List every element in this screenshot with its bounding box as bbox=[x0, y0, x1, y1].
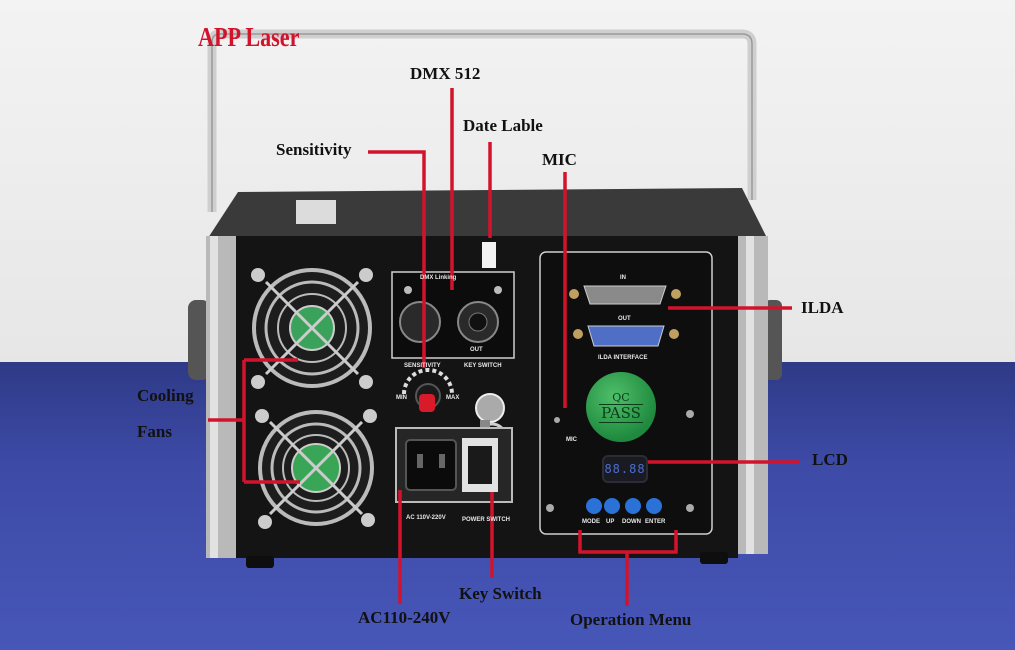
left-rail-highlight bbox=[210, 236, 218, 558]
qc-sticker-top-text: QC bbox=[612, 391, 630, 404]
ilda-in-port[interactable] bbox=[569, 285, 681, 305]
callout-key-switch: Key Switch bbox=[459, 584, 542, 603]
panel-label-key-switch: KEY SWITCH bbox=[464, 363, 502, 369]
foot-right bbox=[700, 552, 728, 564]
panel-label-ilda-out: OUT bbox=[618, 316, 631, 322]
panel-label-ilda-interface: ILDA INTERFACE bbox=[598, 355, 648, 361]
button-label-enter: ENTER bbox=[645, 519, 666, 525]
dmx-in-connector bbox=[399, 301, 441, 343]
mode-button[interactable] bbox=[586, 498, 602, 514]
panel-label-dmx-linking: DMX Linking bbox=[420, 275, 457, 281]
callout-ilda: ILDA bbox=[801, 298, 844, 317]
panel-label-mic: MIC bbox=[566, 437, 577, 443]
cooling-fan-top bbox=[251, 268, 373, 389]
brand-title: APP Laser bbox=[198, 22, 300, 52]
lcd-display: 88.88 bbox=[602, 455, 648, 483]
callout-operation-menu: Operation Menu bbox=[570, 610, 692, 629]
panel-label-sensitivity: SENSITIVITY bbox=[404, 363, 441, 369]
top-sticker bbox=[296, 200, 336, 224]
date-label-sticker bbox=[482, 242, 496, 268]
up-button[interactable] bbox=[604, 498, 620, 514]
right-bumper bbox=[764, 300, 782, 380]
panel-label-max: MAX bbox=[446, 395, 460, 401]
left-bumper bbox=[188, 300, 210, 380]
carry-handle-edge bbox=[211, 33, 753, 212]
enter-button[interactable] bbox=[646, 498, 662, 514]
panel-label-dmx-out: OUT bbox=[470, 347, 483, 353]
button-label-down: DOWN bbox=[622, 519, 641, 525]
qc-sticker-bottom-text: PASS bbox=[599, 404, 643, 423]
callout-fans: Fans bbox=[137, 422, 172, 441]
panel-label-power-switch: POWER SWITCH bbox=[462, 517, 510, 523]
callout-ac: AC110-240V bbox=[358, 608, 451, 627]
button-label-mode: MODE bbox=[582, 519, 600, 525]
right-rail-highlight bbox=[746, 236, 754, 554]
panel-label-min: MIN bbox=[396, 395, 407, 401]
mic-hole bbox=[554, 417, 560, 423]
callout-lcd: LCD bbox=[812, 450, 848, 469]
panel-label-ilda-in: IN bbox=[620, 275, 626, 281]
foot-left bbox=[246, 556, 274, 568]
sensitivity-knob[interactable] bbox=[402, 368, 454, 412]
panel-label-ac-rating: AC 110V-220V bbox=[406, 515, 446, 521]
callout-cooling: Cooling bbox=[137, 386, 194, 405]
ac-inlet-socket[interactable] bbox=[405, 439, 457, 491]
ilda-out-port[interactable] bbox=[573, 325, 679, 347]
callout-date-label: Date Lable bbox=[463, 116, 543, 135]
chassis-top bbox=[208, 188, 766, 238]
callout-dmx512: DMX 512 bbox=[410, 64, 481, 83]
down-button[interactable] bbox=[625, 498, 641, 514]
callout-mic: MIC bbox=[542, 150, 577, 169]
callout-sensitivity: Sensitivity bbox=[276, 140, 352, 159]
callout-lines bbox=[208, 88, 800, 606]
qc-pass-sticker: QC PASS bbox=[586, 372, 656, 442]
button-label-up: UP bbox=[606, 519, 615, 525]
cooling-fan-bottom bbox=[255, 409, 377, 529]
